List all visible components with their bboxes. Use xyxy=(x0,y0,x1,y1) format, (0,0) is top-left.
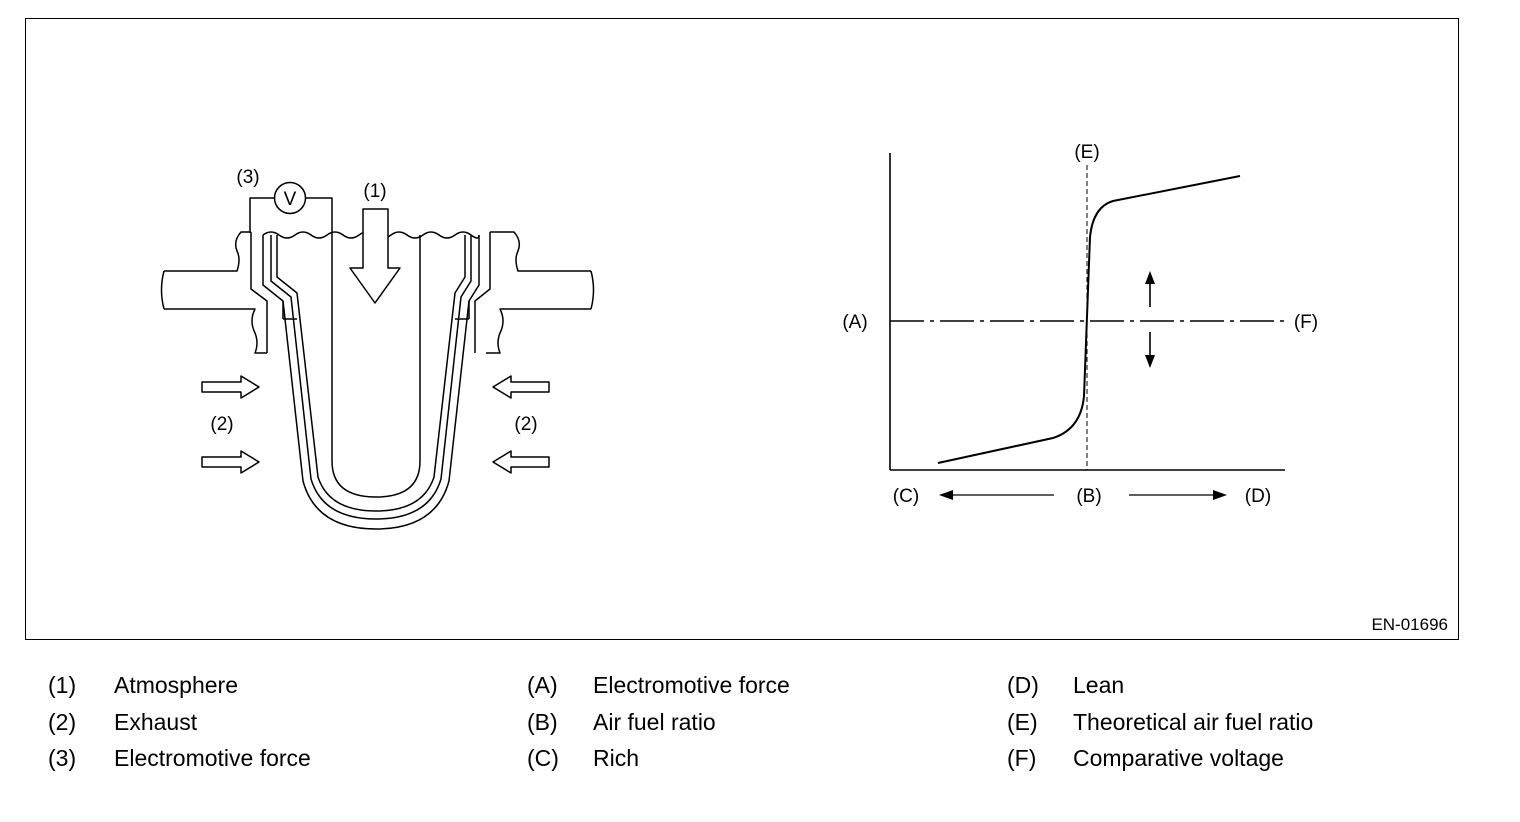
sensor-outer-shell xyxy=(262,235,480,530)
legend: (1) Atmosphere (2) Exhaust (3) Electromo… xyxy=(0,672,1520,792)
voltmeter-wire xyxy=(249,197,333,235)
voltage-graph xyxy=(889,153,1285,500)
legend-key: (E) xyxy=(1007,708,1038,735)
legend-text: Theoretical air fuel ratio xyxy=(1073,708,1314,735)
label-D: (D) xyxy=(1245,486,1271,507)
exhaust-arrow-left-top xyxy=(201,375,260,399)
legend-text: Air fuel ratio xyxy=(593,708,716,735)
label-B: (B) xyxy=(1076,486,1101,507)
legend-text: Atmosphere xyxy=(114,672,239,698)
exhaust-arrow-right-bottom xyxy=(492,450,550,474)
legend-text: Rich xyxy=(593,745,640,771)
legend-text: Electromotive force xyxy=(593,672,790,698)
atmosphere-arrow xyxy=(349,208,401,304)
legend-key: (1) xyxy=(48,672,77,698)
label-F: (F) xyxy=(1294,312,1318,333)
oxygen-sensor-diagram xyxy=(160,181,595,530)
label-1: (1) xyxy=(363,181,386,202)
voltmeter-label: V xyxy=(284,189,297,210)
left-pipe-end xyxy=(160,270,165,310)
exhaust-arrow-right-top xyxy=(492,375,550,399)
legend-key: (2) xyxy=(48,708,77,735)
legend-key: (3) xyxy=(48,745,77,771)
legend-text: Electromotive force xyxy=(114,745,311,771)
label-2-left: (2) xyxy=(210,414,233,435)
response-curve xyxy=(937,175,1241,464)
right-pipe xyxy=(486,231,591,354)
down-arrow-head xyxy=(1145,355,1155,368)
legend-key: (B) xyxy=(527,708,558,735)
figure-frame: V (1) (3) (2) (2) (E xyxy=(25,18,1459,640)
right-pipe-end xyxy=(590,270,595,310)
up-arrow-head xyxy=(1145,271,1155,284)
left-pipe xyxy=(164,231,267,354)
legend-text: Lean xyxy=(1073,672,1125,698)
lean-arrow-head xyxy=(1213,490,1227,500)
exhaust-arrow-left-bottom xyxy=(201,450,260,474)
sensor-electrode-outer xyxy=(270,235,472,520)
label-C: (C) xyxy=(893,486,919,507)
left-boss xyxy=(250,232,268,353)
sensor-inner-chamber xyxy=(331,235,421,498)
legend-key: (D) xyxy=(1007,672,1039,698)
voltmeter-symbol xyxy=(273,181,307,215)
label-3: (3) xyxy=(236,167,259,188)
legend-key: (A) xyxy=(527,672,558,698)
legend-text: Comparative voltage xyxy=(1073,745,1284,771)
sensor-electrode-inner xyxy=(276,235,466,512)
label-E: (E) xyxy=(1074,142,1099,163)
rich-arrow-head xyxy=(939,490,953,500)
left-collar xyxy=(282,301,297,320)
legend-key: (F) xyxy=(1007,745,1037,771)
figure-diagram: V (1) (3) (2) (2) (E xyxy=(160,142,1318,530)
legend-key: (C) xyxy=(527,745,559,771)
right-collar xyxy=(455,301,470,320)
legend-text: Exhaust xyxy=(114,708,198,735)
label-2-right: (2) xyxy=(514,414,537,435)
right-boss xyxy=(474,232,491,353)
label-A: (A) xyxy=(842,312,867,333)
figure-code: EN-01696 xyxy=(1371,615,1448,634)
